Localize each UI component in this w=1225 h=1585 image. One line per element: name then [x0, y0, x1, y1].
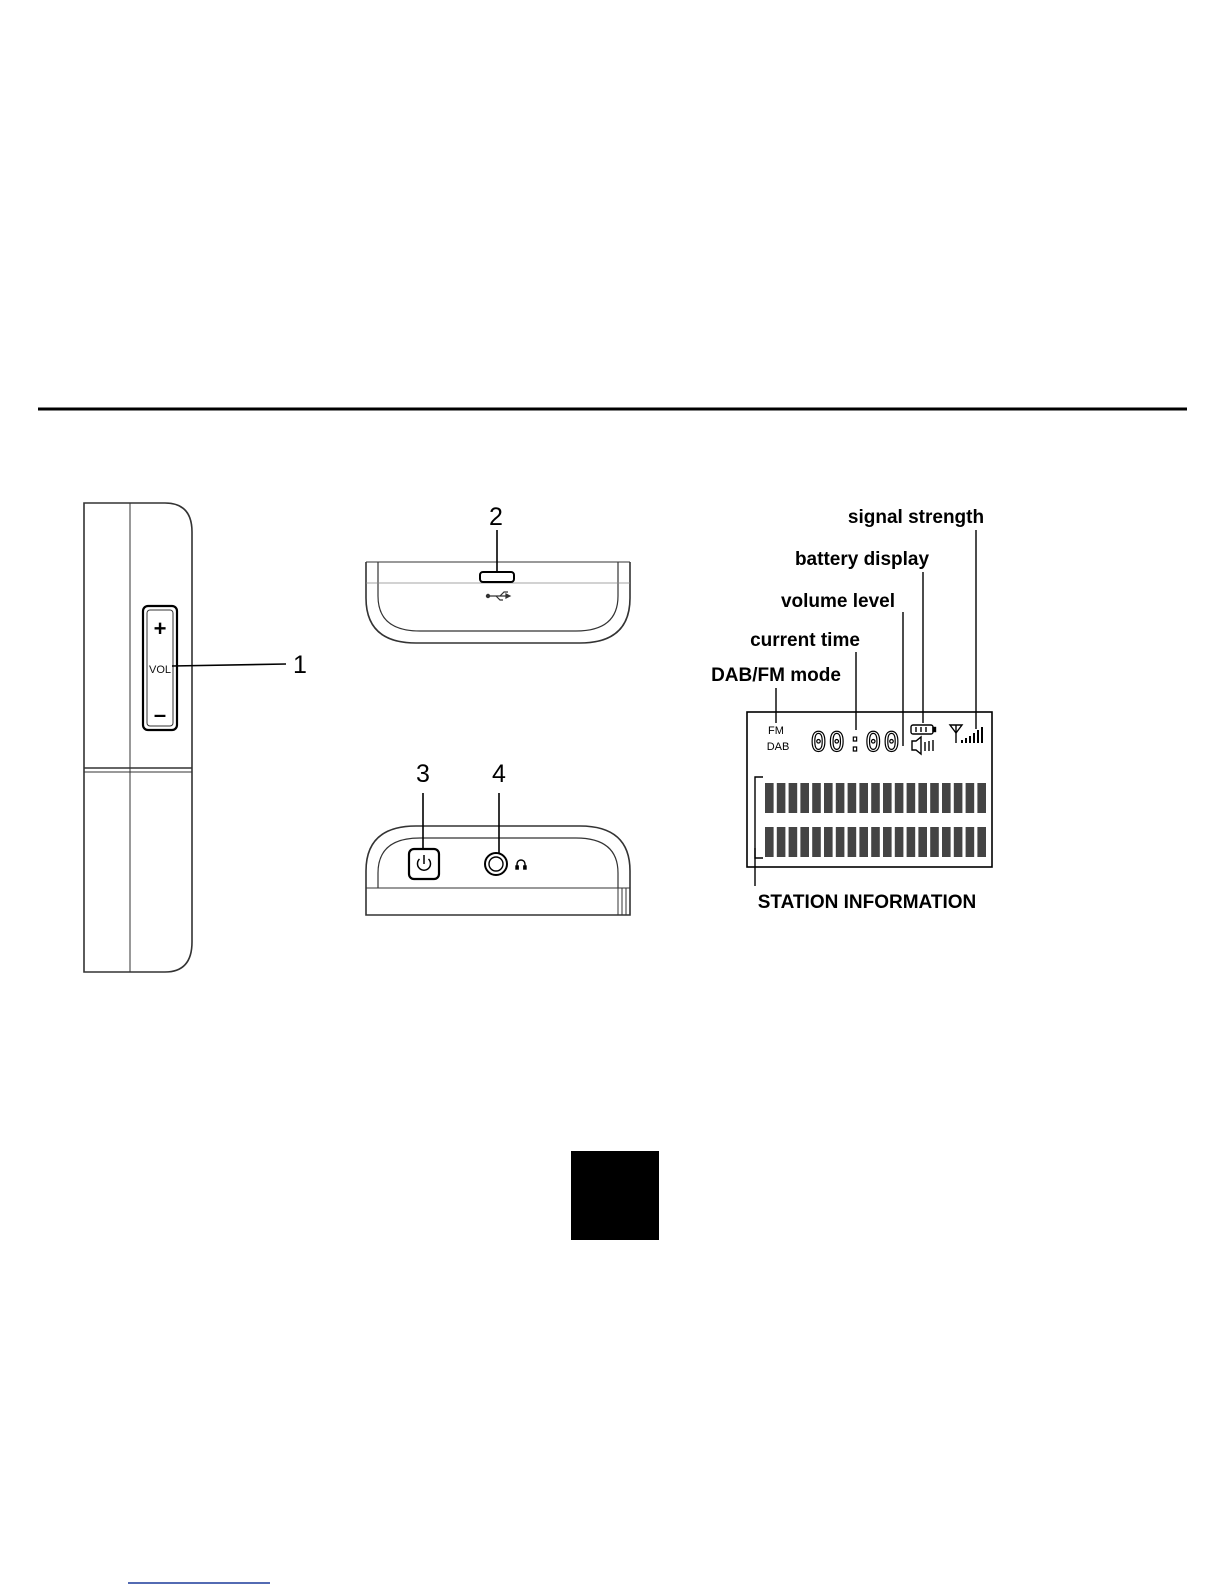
- side-view: [84, 503, 192, 972]
- char-cell: [954, 783, 963, 813]
- signal-bars: [961, 727, 983, 743]
- char-cell: [765, 783, 774, 813]
- char-cell: [812, 783, 821, 813]
- mode-dab-text: DAB: [767, 741, 790, 753]
- char-cell: [966, 783, 975, 813]
- callout-line-1: [172, 664, 286, 666]
- char-cell: [966, 827, 975, 857]
- char-cell: [907, 827, 916, 857]
- char-cell: [954, 827, 963, 857]
- char-cell: [883, 783, 892, 813]
- label-station-information: STATION INFORMATION: [758, 892, 976, 913]
- char-cell: [812, 827, 821, 857]
- char-cell: [777, 827, 786, 857]
- usb-icon: [486, 592, 510, 600]
- label-dab-fm-mode: DAB/FM mode: [711, 665, 841, 686]
- char-cell: [800, 783, 809, 813]
- mode-fm-text: FM: [768, 725, 784, 737]
- char-cell: [848, 783, 857, 813]
- page-marker-block: [571, 1151, 659, 1240]
- label-battery-display: battery display: [795, 549, 930, 570]
- char-cell: [800, 827, 809, 857]
- char-cell: [871, 827, 880, 857]
- headphone-jack[interactable]: [485, 853, 507, 875]
- callout-number-4: 4: [492, 760, 506, 788]
- volume-label: VOL: [149, 664, 171, 676]
- char-cell: [848, 827, 857, 857]
- speaker-icon: [912, 737, 933, 754]
- usb-port[interactable]: [480, 572, 514, 582]
- station-info-bracket: [755, 777, 763, 858]
- char-cell: [824, 783, 833, 813]
- time-readout: 00:00: [810, 727, 901, 758]
- battery-icon: [911, 725, 936, 734]
- char-cell: [942, 783, 951, 813]
- char-cell: [777, 783, 786, 813]
- top-view: [366, 562, 630, 643]
- callout-number-1: 1: [293, 651, 307, 679]
- char-cell: [977, 827, 986, 857]
- char-cell: [789, 783, 798, 813]
- label-volume-level: volume level: [781, 591, 895, 612]
- char-cell: [930, 827, 939, 857]
- char-cell: [918, 783, 927, 813]
- label-signal-strength: signal strength: [848, 507, 984, 528]
- volume-minus-label: –: [154, 702, 166, 727]
- char-cell: [836, 783, 845, 813]
- station-info-rows: [765, 783, 986, 857]
- char-cell: [859, 827, 868, 857]
- char-cell: [918, 827, 927, 857]
- char-cell: [895, 783, 904, 813]
- char-cell: [895, 827, 904, 857]
- char-cell: [930, 783, 939, 813]
- callout-number-2: 2: [489, 503, 503, 531]
- callout-number-3: 3: [416, 760, 430, 788]
- label-current-time: current time: [750, 630, 860, 651]
- volume-plus-label: +: [154, 616, 167, 641]
- headphone-icon: [516, 860, 526, 869]
- char-cell: [859, 783, 868, 813]
- char-cell: [883, 827, 892, 857]
- char-cell: [789, 827, 798, 857]
- char-cell: [765, 827, 774, 857]
- char-cell: [836, 827, 845, 857]
- char-cell: [942, 827, 951, 857]
- char-cell: [907, 783, 916, 813]
- char-cell: [824, 827, 833, 857]
- antenna-icon: [950, 725, 962, 743]
- power-icon: [418, 855, 431, 870]
- char-cell: [977, 783, 986, 813]
- char-cell: [871, 783, 880, 813]
